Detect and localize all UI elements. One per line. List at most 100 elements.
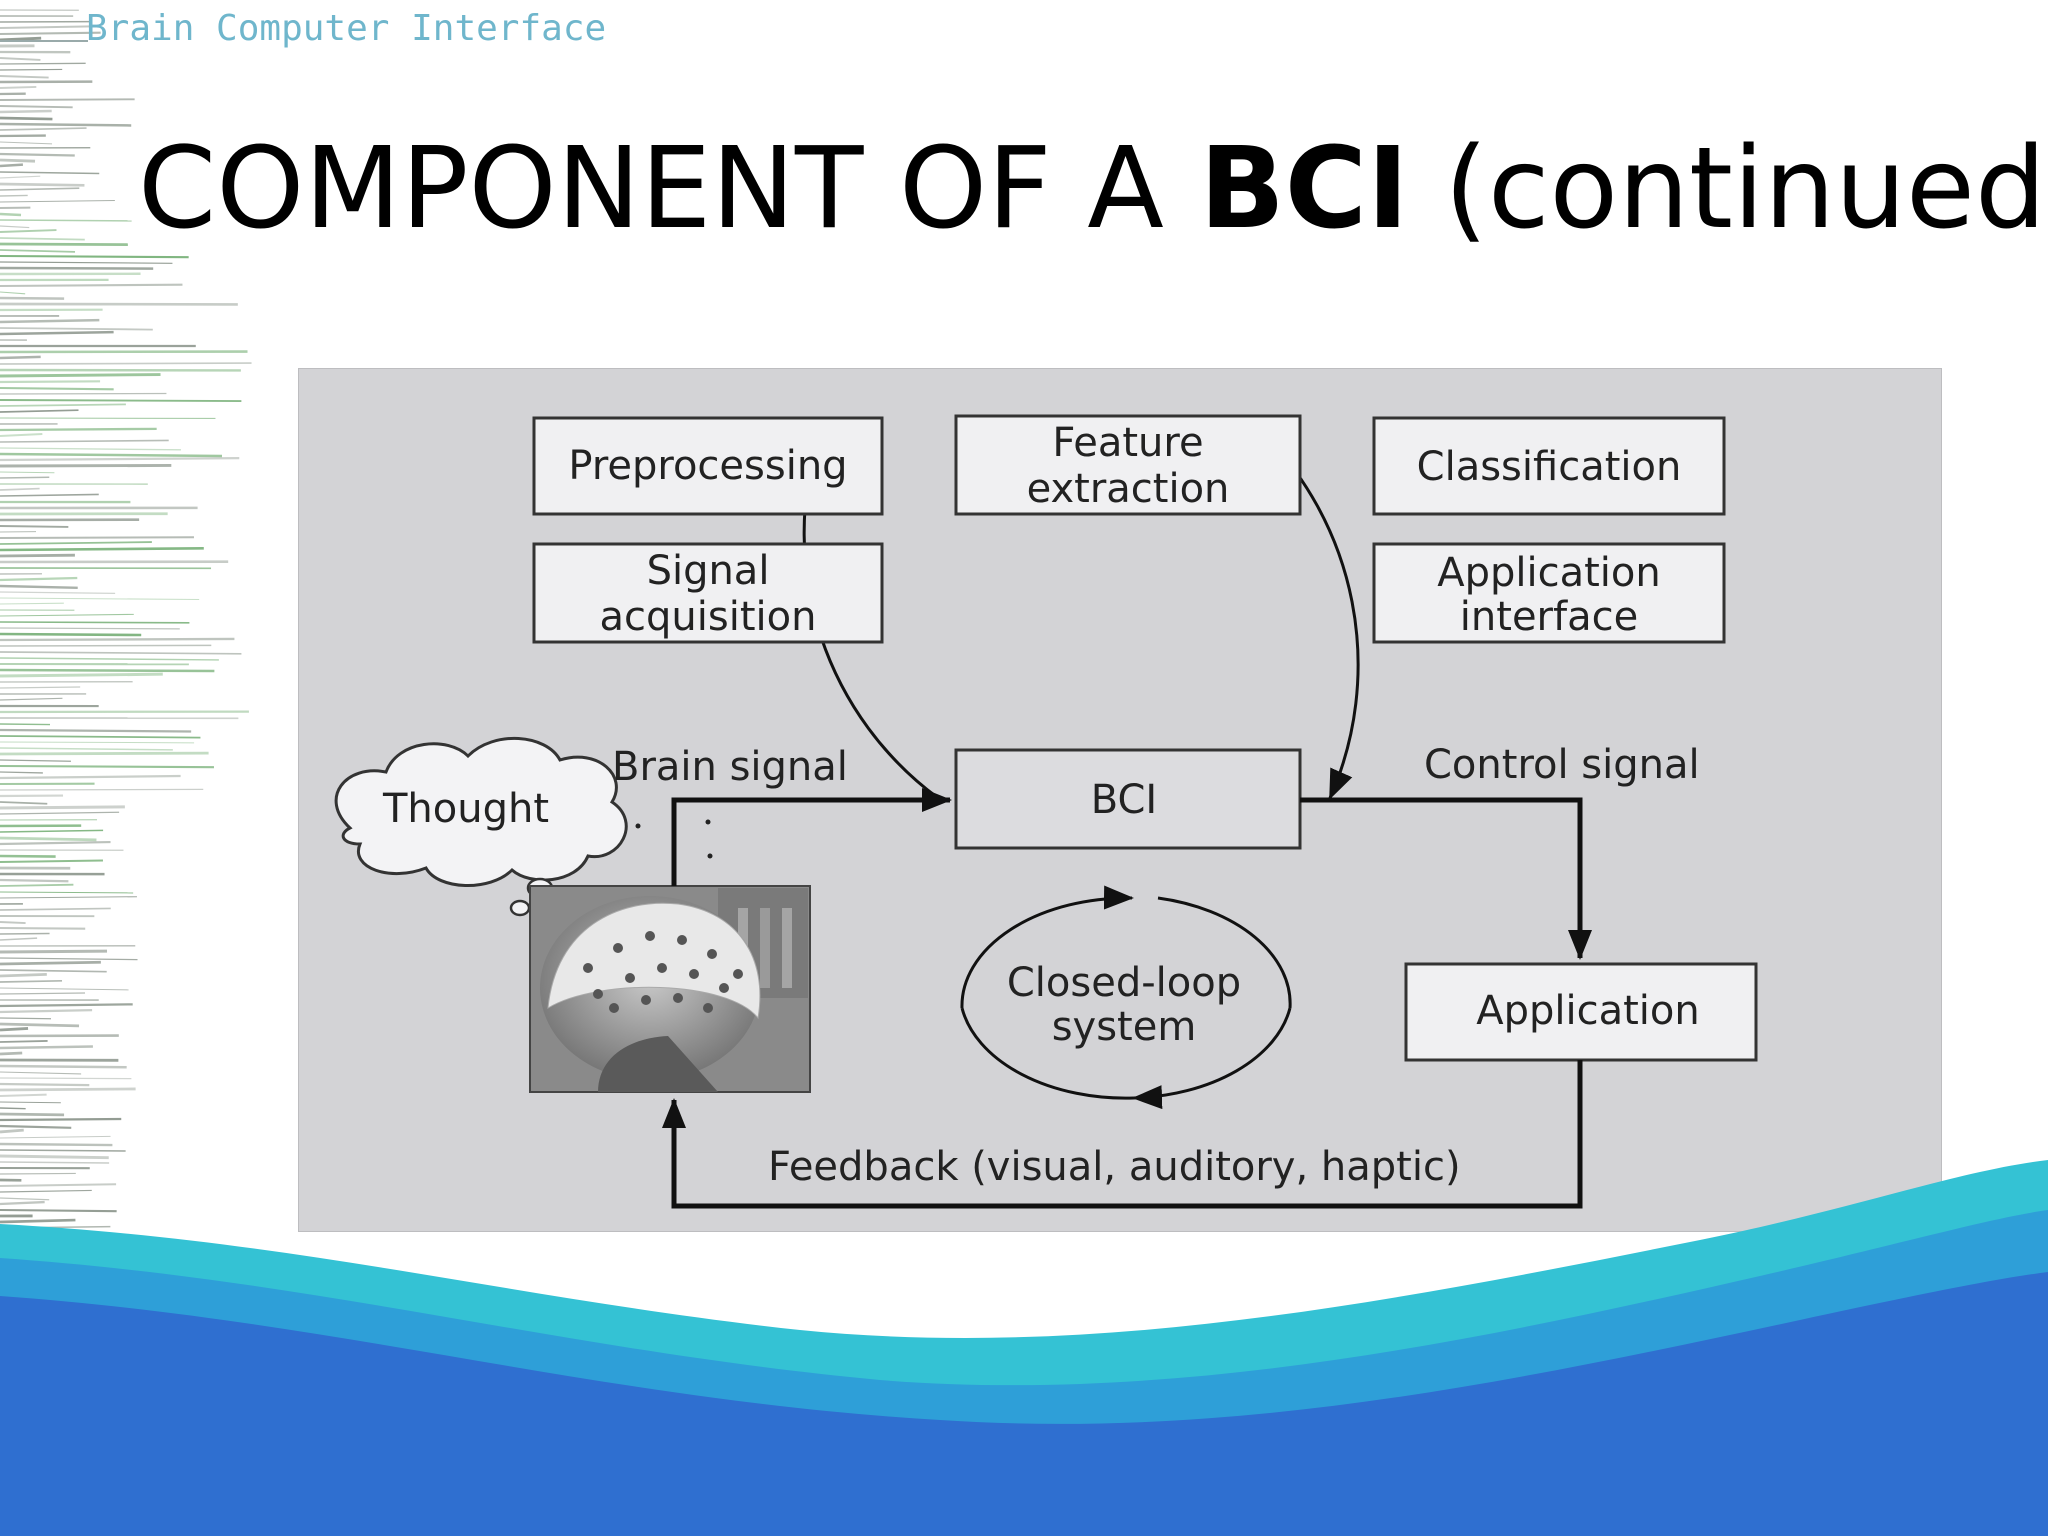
waveform-line [0,471,55,474]
waveform-line [0,362,252,365]
waveform-line [0,403,126,407]
waveform-line [0,57,41,61]
box-classification: Classification [1372,416,1726,516]
waveform-line [0,1218,76,1224]
electrode-dot [645,931,655,941]
waveform-line [0,602,64,605]
box-feature-extraction: Feature extraction [954,414,1302,516]
waveform-line [0,447,181,451]
electrode-dot [733,969,743,979]
control-signal-label: Control signal [1424,742,1700,788]
electrode-dot [641,995,651,1005]
waveform-line [0,992,86,995]
signal-dot [707,853,713,859]
preprocessing-text: Preprocessing [568,443,847,489]
waveform-line [0,1197,50,1201]
waveform-line [0,296,65,300]
waveform-line [0,764,214,769]
waveform-line [0,926,86,930]
waveform-line [0,774,181,780]
waveform-line [0,1071,82,1075]
waveform-line [0,632,142,637]
waveform-line [0,836,97,842]
waveform-line [0,878,69,883]
waveform-line [0,1142,113,1147]
feature-extraction-line1: Feature [1052,420,1203,466]
waveform-line [0,212,22,217]
signal-acquisition-line2: acquisition [600,594,817,640]
waveform-line [0,937,38,941]
waveform-line [0,266,154,270]
waveform-line [0,854,56,858]
waveform-line [0,788,204,791]
waveform-line [0,859,103,864]
waveform-line [0,697,63,701]
waveform-line [0,525,69,528]
waveform-line [0,553,75,558]
waveform-line [0,105,73,109]
waveform-line [0,1128,24,1134]
waveform-line [0,225,30,229]
waveform-decoration [0,9,252,1229]
waveform-line [0,801,48,805]
feedback-label: Feedback (visual, auditory, haptic) [768,1144,1461,1190]
electrode-dot [689,969,699,979]
bci-diagram-svg: Preprocessing Feature extraction Classif… [298,368,1942,1232]
waveform-line [0,427,157,432]
waveform-line [0,158,36,163]
waveform-line [0,1017,52,1020]
waveform-line [0,1077,132,1080]
electrode-dot [719,983,729,993]
electrode-dot [583,963,593,973]
electrode-dot [677,935,687,945]
title-suffix: (continued) [1408,124,2048,254]
waveform-line [0,1101,61,1104]
waveform-line [0,771,43,774]
waveform-line [0,291,26,295]
waveform-line [0,627,180,630]
bci-diagram: Preprocessing Feature extraction Classif… [298,368,1942,1232]
electrode-dot [657,963,667,973]
classification-text: Classification [1417,444,1682,490]
waveform-line [0,31,101,36]
waveform-line [0,68,63,71]
waveform-line [0,1082,90,1087]
waveform-line [0,399,242,402]
waveform-line [0,330,114,336]
electrode-dot [673,993,683,1003]
waveform-line [0,536,194,539]
header-label: Brain Computer Interface [86,8,607,49]
eeg-cap-photo [529,885,811,1093]
waveform-line [0,116,53,121]
feedback-arrow [662,1060,1583,1209]
header-rule [0,40,88,42]
waveform-line [0,1124,72,1129]
box-bci: BCI [954,748,1302,850]
waveform-line [0,171,100,175]
waveform-line [0,741,195,744]
waveform-line [0,613,134,617]
waveform-line [0,672,163,678]
waveform-line [0,386,114,391]
waveform-line [0,1107,26,1110]
title-prefix: COMPONENT OF A [138,124,1200,254]
waveform-line [0,355,41,360]
waveform-line [0,456,240,462]
waveform-line [0,668,215,673]
waveform-line [0,896,137,899]
waveform-line [0,25,99,29]
waveform-line [0,476,50,479]
waveform-line [0,541,152,545]
waveform-line [0,229,57,233]
waveform-line [0,657,219,661]
waveform-line [0,957,138,961]
waveform-line [0,141,53,145]
waveform-line [0,686,81,689]
electrode-dot [625,973,635,983]
waveform-line [0,932,50,935]
waveform-line [0,907,111,911]
electrode-dot [613,943,623,953]
waveform-line [0,409,79,413]
waveform-line [0,109,52,114]
